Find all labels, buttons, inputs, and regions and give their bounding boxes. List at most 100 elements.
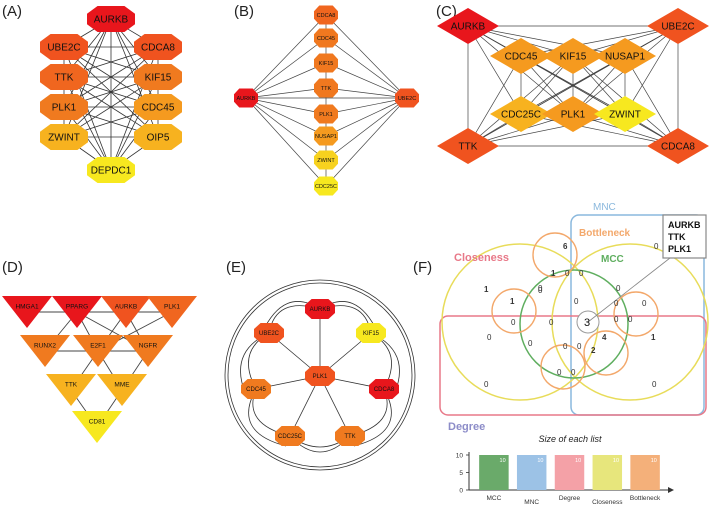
- node-label-mme: MME: [114, 381, 130, 388]
- node-shape: [123, 335, 173, 367]
- node-kif15[interactable]: KIF15: [542, 38, 604, 74]
- node-nusap1[interactable]: NUSAP1: [314, 126, 338, 146]
- node-cdc25c[interactable]: CDC25C: [275, 426, 305, 446]
- node-hmga1[interactable]: HMGA1: [2, 296, 52, 328]
- node-shape: [134, 64, 182, 90]
- node-label-nusap1: NUSAP1: [315, 134, 337, 140]
- bar-value-label: 10: [500, 458, 506, 464]
- venn-count: 0: [579, 269, 584, 278]
- node-zwint[interactable]: ZWINT: [40, 124, 88, 150]
- node-plk1[interactable]: PLK1: [314, 104, 338, 124]
- node-shape: [134, 124, 182, 150]
- node-ttk[interactable]: TTK: [335, 426, 365, 446]
- node-cdc45[interactable]: CDC45: [134, 94, 182, 120]
- venn-count: 6: [563, 242, 568, 251]
- node-cdca8[interactable]: CDCA8: [647, 128, 709, 164]
- node-aurkb[interactable]: AURKB: [87, 6, 135, 32]
- node-nusap1[interactable]: NUSAP1: [594, 38, 656, 74]
- node-depdc1[interactable]: DEPDC1: [87, 157, 135, 183]
- node-label-cd81: CD81: [89, 418, 106, 425]
- node-plk1[interactable]: PLK1: [147, 296, 197, 328]
- node-label-ttk: TTK: [344, 434, 355, 440]
- node-ube2c[interactable]: UBE2C: [40, 34, 88, 60]
- node-ttk[interactable]: TTK: [437, 128, 499, 164]
- node-shape: [594, 38, 656, 74]
- panel-f-label: (F): [413, 259, 432, 276]
- node-label-ube2c: UBE2C: [661, 22, 694, 33]
- node-plk1[interactable]: PLK1: [542, 96, 604, 132]
- node-aurkb[interactable]: AURKB: [305, 299, 335, 319]
- node-oip5[interactable]: OIP5: [134, 124, 182, 150]
- node-cdc45[interactable]: CDC45: [314, 28, 338, 48]
- node-kif15[interactable]: KIF15: [134, 64, 182, 90]
- node-ube2c[interactable]: UBE2C: [254, 323, 284, 343]
- venn-count-center: 3: [584, 317, 590, 329]
- node-shape: [87, 6, 135, 32]
- node-aurkb[interactable]: AURKB: [234, 88, 258, 108]
- node-ube2c[interactable]: UBE2C: [647, 8, 709, 44]
- node-label-cdc45: CDC45: [142, 103, 175, 114]
- node-ttk[interactable]: TTK: [314, 78, 338, 98]
- node-cdc25c[interactable]: CDC25C: [314, 176, 338, 196]
- node-label-plk1: PLK1: [52, 103, 77, 114]
- bar-value-label: 10: [651, 458, 657, 464]
- node-plk1[interactable]: PLK1: [305, 366, 335, 386]
- node-aurkb[interactable]: AURKB: [101, 296, 151, 328]
- bar-chart-bars: 10MCC10MNC10Degree10Closeness10Bottlenec…: [479, 455, 661, 506]
- node-mme[interactable]: MME: [97, 374, 147, 406]
- node-label-ube2c: UBE2C: [398, 96, 416, 102]
- x-tick-label: Degree: [559, 495, 581, 502]
- node-cdc45[interactable]: CDC45: [490, 38, 552, 74]
- node-zwint[interactable]: ZWINT: [594, 96, 656, 132]
- node-shape: [234, 88, 258, 108]
- node-shape: [20, 335, 70, 367]
- panel-d-edges: [27, 311, 173, 428]
- node-ube2c[interactable]: UBE2C: [395, 88, 419, 108]
- bar-mnc: [516, 455, 547, 490]
- venn-count: 0: [487, 333, 492, 342]
- node-zwint[interactable]: ZWINT: [314, 150, 338, 170]
- node-ttk[interactable]: TTK: [46, 374, 96, 406]
- node-label-aurkb: AURKB: [115, 303, 137, 310]
- node-shape: [305, 366, 335, 386]
- venn-set-degree: [439, 315, 707, 416]
- venn-count: 2: [591, 346, 596, 355]
- venn-count: 0: [614, 315, 619, 324]
- venn-count: 0: [571, 368, 576, 377]
- node-cdc25c[interactable]: CDC25C: [490, 96, 552, 132]
- node-ngfr[interactable]: NGFR: [123, 335, 173, 367]
- node-e2f1[interactable]: E2F1: [73, 335, 123, 367]
- node-shape: [542, 38, 604, 74]
- node-pparg[interactable]: PPARG: [52, 296, 102, 328]
- node-label-kif15: KIF15: [319, 61, 334, 67]
- node-shape: [72, 411, 122, 443]
- node-kif15[interactable]: KIF15: [314, 53, 338, 73]
- node-aurkb[interactable]: AURKB: [437, 8, 499, 44]
- node-cdca8[interactable]: CDCA8: [369, 379, 399, 399]
- node-label-kif15: KIF15: [145, 73, 172, 84]
- node-shape: [46, 374, 96, 406]
- node-label-aurkb: AURKB: [237, 96, 256, 102]
- y-tick-label: 10: [456, 453, 464, 460]
- node-label-ttk: TTK: [65, 381, 78, 388]
- node-cdca8[interactable]: CDCA8: [134, 34, 182, 60]
- node-cdc45[interactable]: CDC45: [241, 379, 271, 399]
- node-kif15[interactable]: KIF15: [356, 323, 386, 343]
- node-shape: [594, 96, 656, 132]
- venn-count: 0: [642, 299, 647, 308]
- node-shape: [275, 426, 305, 446]
- y-tick-label: 0: [459, 488, 463, 495]
- node-cdca8[interactable]: CDCA8: [314, 5, 338, 25]
- node-label-kif15: KIF15: [363, 331, 380, 337]
- node-ttk[interactable]: TTK: [40, 64, 88, 90]
- node-cd81[interactable]: CD81: [72, 411, 122, 443]
- node-shape: [490, 96, 552, 132]
- node-shape: [40, 34, 88, 60]
- node-runx2[interactable]: RUNX2: [20, 335, 70, 367]
- node-plk1[interactable]: PLK1: [40, 94, 88, 120]
- bar-value-label: 10: [575, 458, 581, 464]
